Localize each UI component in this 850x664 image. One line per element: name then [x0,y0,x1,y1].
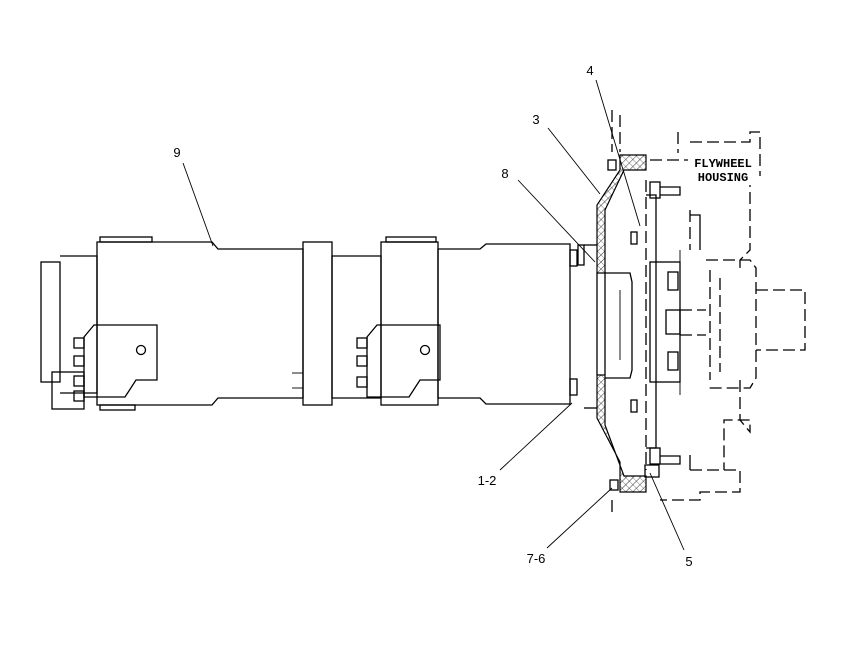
callout-5: 5 [685,554,692,569]
leader-7-6 [546,487,613,549]
leader-9 [182,162,214,247]
callout-3: 3 [532,112,539,127]
leader-3 [547,127,601,195]
callouts: 9 3 8 4 1-2 7-6 5 [173,63,692,569]
drive-assembly [40,236,578,411]
flywheel-housing [660,131,806,501]
callout-9: 9 [173,145,180,160]
leader-lines [182,79,685,551]
adapter-housing [577,154,647,493]
leader-1-2 [499,402,573,471]
callout-7-6: 7-6 [527,551,546,566]
flywheel-label: FLYWHEEL [694,157,752,171]
housing-label: HOUSING [698,171,748,185]
callout-8: 8 [501,166,508,181]
callout-1-2: 1-2 [478,473,497,488]
callout-4: 4 [586,63,593,78]
leader-4 [595,79,641,227]
leader-8 [517,179,596,263]
leader-5 [649,472,685,551]
